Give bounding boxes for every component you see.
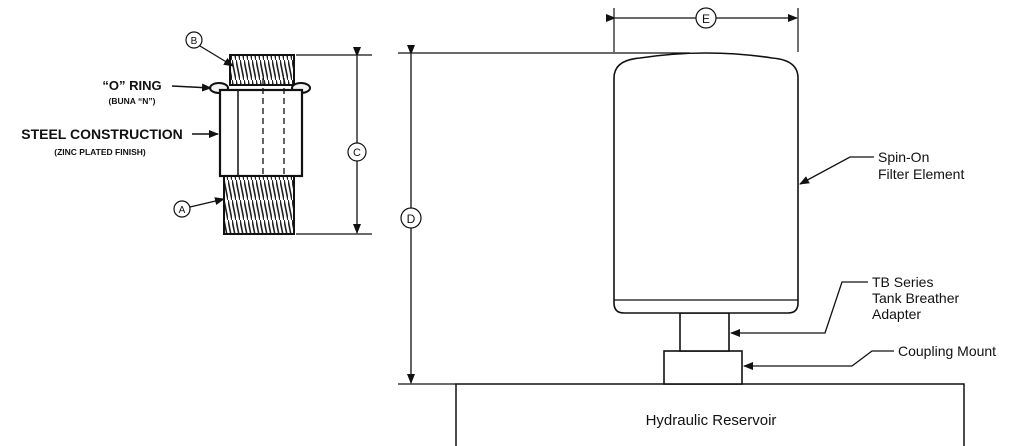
dimension-d-letter: D bbox=[407, 212, 416, 226]
fitting-top-thread bbox=[229, 54, 295, 86]
steel-finish-label: (ZINC PLATED FINISH) bbox=[54, 147, 146, 157]
assembly-detail: Hydraulic Reservoir E D Spin-On Filter E… bbox=[398, 7, 996, 446]
filter-leader bbox=[799, 156, 874, 185]
dimension-c-callout bbox=[347, 142, 367, 162]
filter-label-line2: Filter Element bbox=[878, 166, 964, 182]
dimension-d-callout bbox=[400, 207, 422, 229]
coupling-mount bbox=[663, 350, 743, 385]
adapter-label-line1: TB Series bbox=[872, 274, 933, 290]
adapter-label-line3: Adapter bbox=[872, 306, 921, 322]
coupling-label: Coupling Mount bbox=[898, 343, 996, 359]
o-ring-label: “O” RING bbox=[102, 78, 161, 93]
fitting-bottom-thread bbox=[223, 175, 295, 235]
dimension-a-callout bbox=[173, 200, 191, 218]
steel-construction-label: STEEL CONSTRUCTION bbox=[21, 126, 183, 142]
o-ring-leader bbox=[171, 83, 212, 92]
fitting-detail: “O” RING (BUNA “N”) STEEL CONSTRUCTION (… bbox=[21, 31, 372, 235]
fitting-hex-body bbox=[218, 88, 304, 178]
dimension-e-callout bbox=[695, 7, 717, 29]
coupling-leader bbox=[743, 350, 894, 370]
dimension-b-callout bbox=[185, 31, 203, 49]
dimension-e-letter: E bbox=[702, 12, 710, 26]
o-ring-material: (BUNA “N”) bbox=[109, 96, 156, 106]
dimension-a-letter: A bbox=[179, 205, 186, 216]
dimension-c-letter: C bbox=[353, 147, 361, 159]
tank-breather-adapter bbox=[679, 312, 730, 352]
spin-on-filter-element bbox=[613, 52, 799, 314]
adapter-leader bbox=[730, 281, 868, 337]
adapter-label-line2: Tank Breather bbox=[872, 290, 959, 306]
reservoir-label: Hydraulic Reservoir bbox=[646, 412, 777, 429]
b-leader bbox=[199, 45, 234, 67]
dimension-b-letter: B bbox=[191, 36, 198, 47]
a-leader bbox=[189, 197, 225, 208]
filter-label-line1: Spin-On bbox=[878, 149, 929, 165]
